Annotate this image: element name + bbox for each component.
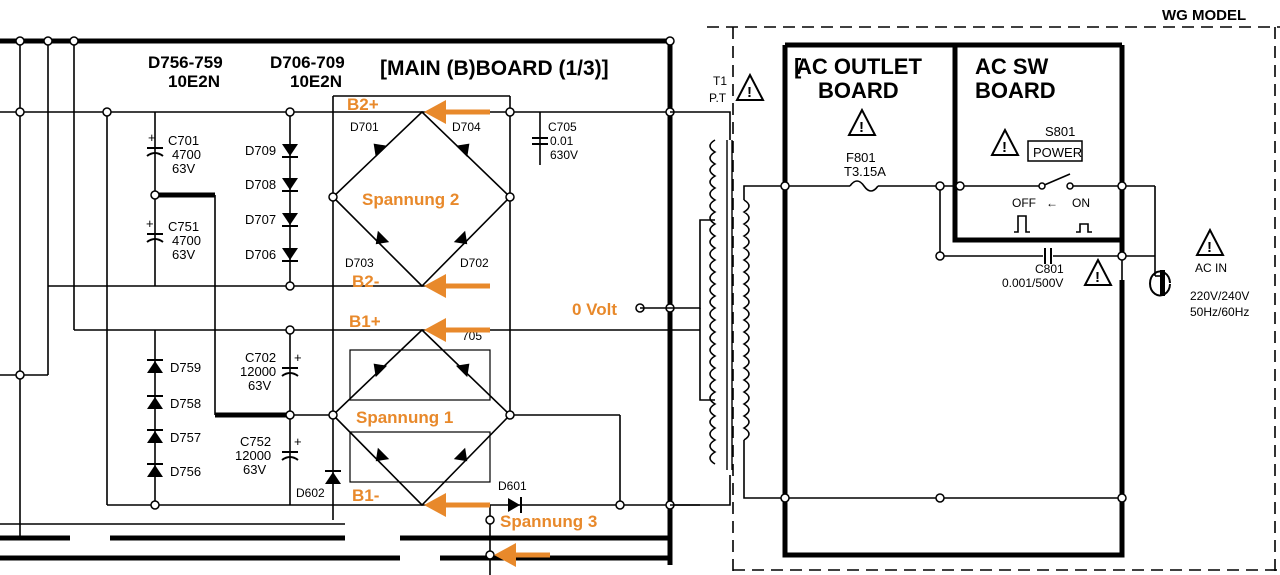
d703-label: D703: [345, 256, 374, 270]
c702-value: 12000: [240, 364, 276, 379]
c705-ref: C705: [548, 120, 577, 134]
t1-name: P.T: [709, 91, 727, 105]
c701-value: 4700: [172, 147, 201, 162]
d707-label: D707: [245, 212, 276, 227]
capacitor-c701: + C701 4700 63V: [146, 130, 201, 176]
svg-text:[: [: [794, 54, 802, 79]
d758-label: D758: [170, 396, 201, 411]
outlet-board-line2: BOARD: [818, 78, 899, 103]
d704-label: D704: [452, 120, 481, 134]
switch-off: OFF: [1012, 196, 1036, 210]
label-spannung-2: Spannung 2: [362, 190, 459, 209]
ac-outlet-board: AC OUTLET BOARD [: [782, 42, 955, 558]
d756-label: D756: [170, 464, 201, 479]
capacitor-c702: + C702 12000 63V: [240, 350, 302, 393]
diode-d601: D601: [498, 479, 527, 513]
diode-stack-d706-709: D709 D708 D707 D706: [245, 143, 299, 262]
capacitor-c705: C705 0.01 630V: [532, 120, 578, 162]
model-label: WG MODEL: [1162, 7, 1246, 24]
label-b1-minus: B1-: [352, 486, 379, 505]
label-b2-plus: B2+: [347, 95, 379, 114]
c705-volt: 630V: [550, 148, 578, 162]
wg-model-frame: WG MODEL: [707, 7, 1280, 575]
label-zero-volt: 0 Volt: [572, 300, 617, 319]
c701-ref: C701: [168, 133, 199, 148]
parts-d756-759: D756-759: [148, 53, 223, 72]
c752-volt: 63V: [243, 462, 266, 477]
outlet-board-line1: AC OUTLET: [796, 54, 922, 79]
c701-volt: 63V: [172, 161, 195, 176]
warning-icon: ! ! ! !: [847, 107, 1225, 286]
d602-label: D602: [296, 486, 325, 500]
svg-text:+: +: [294, 434, 302, 449]
bridge-rectifier-1: 705: [331, 328, 512, 507]
svg-text:+: +: [148, 130, 156, 145]
label-b2-minus: B2-: [352, 272, 379, 291]
diode-d602: D602: [296, 470, 342, 500]
main-board-title: [MAIN (B)BOARD (1/3)]: [380, 57, 609, 80]
svg-text:+: +: [146, 216, 154, 231]
svg-text:!: !: [1095, 269, 1100, 286]
c801-ref: C801: [1035, 262, 1064, 276]
capacitor-c752: + C752 12000 63V: [235, 434, 302, 477]
svg-text:!: !: [859, 119, 864, 136]
power-label-box: [1027, 140, 1083, 162]
t1-ref: T1: [713, 74, 727, 88]
label-spannung-3: Spannung 3: [500, 512, 597, 531]
type-d706-709: 10E2N: [290, 72, 342, 91]
ac-in-voltage: 220V/240V: [1190, 289, 1249, 303]
switch-name: POWER: [1033, 145, 1082, 160]
c702-ref: C702: [245, 350, 276, 365]
connection-nodes: [15, 36, 675, 560]
annotation-arrows: [424, 100, 550, 567]
switch-ref: S801: [1045, 124, 1075, 139]
svg-text:←: ←: [1046, 196, 1058, 210]
diode-stack-d756-759: D759 D758 D757 D756: [146, 359, 201, 479]
c751-ref: C751: [168, 219, 199, 234]
d759-label: D759: [170, 360, 201, 375]
capacitor-c751: + C751 4700 63V: [146, 216, 201, 262]
d709-label: D709: [245, 143, 276, 158]
sw-board-line2: BOARD: [975, 78, 1056, 103]
d601-label: D601: [498, 479, 527, 493]
label-b1-plus: B1+: [349, 312, 381, 331]
c752-value: 12000: [235, 448, 271, 463]
parts-d706-709: D706-709: [270, 53, 345, 72]
c752-ref: C752: [240, 434, 271, 449]
svg-text:!: !: [747, 84, 752, 101]
c702-volt: 63V: [248, 378, 271, 393]
svg-text:!: !: [1207, 239, 1212, 256]
svg-text:!: !: [1002, 139, 1007, 156]
svg-text:+: +: [294, 350, 302, 365]
switch-position-icons: [1014, 215, 1092, 233]
mains-wiring: [780, 173, 1171, 503]
d706-label: D706: [245, 247, 276, 262]
type-d756-759: 10E2N: [168, 72, 220, 91]
c751-value: 4700: [172, 233, 201, 248]
d702-label: D702: [460, 256, 489, 270]
transformer-t1: T1 P.T !: [640, 72, 785, 506]
d701-label: D701: [350, 120, 379, 134]
c801-value: 0.001/500V: [1002, 276, 1063, 290]
ac-sw-board: AC SW BOARD: [952, 42, 1125, 558]
c705-value: 0.01: [550, 134, 574, 148]
d708-label: D708: [245, 177, 276, 192]
switch-on: ON: [1072, 196, 1090, 210]
fuse-ref: F801: [846, 150, 876, 165]
ac-in-freq: 50Hz/60Hz: [1190, 305, 1249, 319]
bridge-rectifier-2: D701 D704 D703 D702: [331, 110, 512, 288]
label-spannung-1: Spannung 1: [356, 408, 453, 427]
ac-in-label: AC IN: [1195, 261, 1227, 275]
d757-label: D757: [170, 430, 201, 445]
c751-volt: 63V: [172, 247, 195, 262]
fuse-rating: T3.15A: [844, 164, 886, 179]
sw-board-line1: AC SW: [975, 54, 1049, 79]
